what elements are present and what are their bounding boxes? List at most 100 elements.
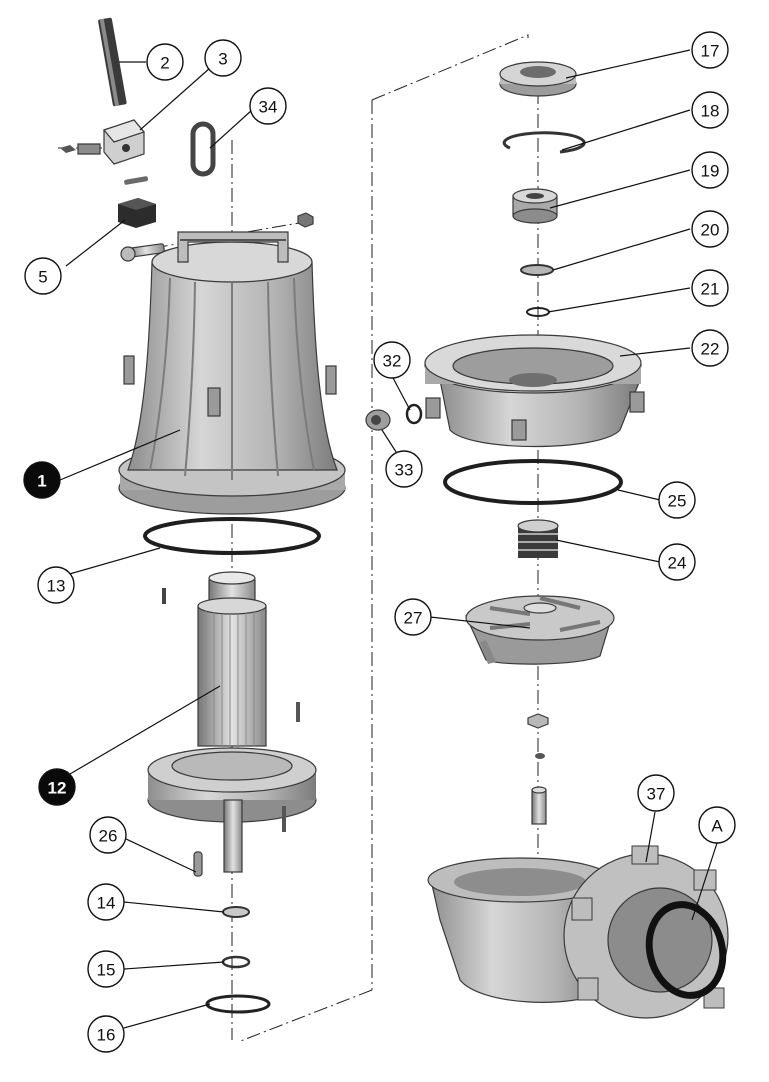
part-15-circlip — [221, 955, 251, 969]
callout-label: 20 — [701, 221, 720, 240]
callout-circle — [249, 87, 287, 125]
callout-32: 32 — [373, 341, 411, 379]
callout-label: 13 — [47, 577, 66, 596]
callout-label: 33 — [395, 461, 414, 480]
callout-A: A — [698, 806, 736, 844]
callout-circle — [637, 774, 675, 812]
callout-circle — [394, 598, 432, 636]
callout-circle — [24, 257, 62, 295]
callout-5: 5 — [24, 257, 62, 295]
part-A-seal-ring — [645, 901, 727, 999]
callout-circle — [691, 329, 729, 367]
part-20-washer — [520, 264, 554, 276]
callout-26: 26 — [89, 816, 127, 854]
part-14-washer — [222, 906, 250, 918]
part-32-o-ring — [405, 403, 423, 425]
callout-1: 1 — [23, 461, 61, 499]
part-24-mechanical-seal — [517, 519, 559, 558]
callout-circle — [87, 1015, 125, 1053]
callout-label: 16 — [97, 1026, 116, 1045]
callout-circle — [691, 91, 729, 129]
callout-label: 37 — [647, 785, 666, 804]
part-1-motor-housing — [118, 231, 346, 515]
callout-label: A — [711, 817, 723, 836]
callout-13: 13 — [37, 566, 75, 604]
part-19-bearing — [512, 188, 558, 224]
part-13-o-ring — [143, 517, 321, 555]
callout-circle — [698, 806, 736, 844]
callout-label: 21 — [701, 280, 720, 299]
callout-circle — [691, 31, 729, 69]
callout-18: 18 — [691, 91, 729, 129]
callout-label: 19 — [701, 162, 720, 181]
cover-bolt — [120, 212, 314, 262]
callout-circle — [146, 43, 184, 81]
callout-14: 14 — [87, 883, 125, 921]
callout-circle — [87, 950, 125, 988]
callout-15: 15 — [87, 950, 125, 988]
callout-label: 27 — [404, 609, 423, 628]
callout-27: 27 — [394, 598, 432, 636]
part-34-link — [190, 121, 216, 177]
callout-19: 19 — [691, 151, 729, 189]
callout-label: 22 — [701, 340, 720, 359]
part-18-snap-ring — [502, 131, 586, 154]
callout-22: 22 — [691, 329, 729, 367]
callout-label: 14 — [97, 894, 116, 913]
callout-circle — [37, 566, 75, 604]
part-22-bearing-housing — [424, 334, 645, 448]
callout-circle — [87, 883, 125, 921]
callout-2: 2 — [146, 43, 184, 81]
leader-lines — [59, 49, 718, 1029]
callout-label: 17 — [701, 42, 720, 61]
callout-label: 2 — [160, 54, 169, 73]
callout-circle — [658, 481, 696, 519]
callout-24: 24 — [658, 543, 696, 581]
callout-label: 3 — [218, 50, 227, 69]
callout-label: 18 — [701, 102, 720, 121]
part-3-gland — [60, 119, 146, 165]
callout-37: 37 — [637, 774, 675, 812]
callout-3: 3 — [204, 39, 242, 77]
callout-label: 1 — [37, 472, 46, 491]
callout-21: 21 — [691, 269, 729, 307]
callout-circle — [23, 461, 61, 499]
part-5-nut — [118, 198, 156, 228]
callout-34: 34 — [249, 87, 287, 125]
part-26-key — [193, 851, 203, 877]
callout-label: 32 — [383, 352, 402, 371]
callout-circle — [373, 341, 411, 379]
callout-label: 34 — [259, 98, 278, 117]
part-25-o-ring — [443, 459, 623, 505]
part-16-ring — [205, 994, 271, 1014]
part-2-screw — [98, 17, 127, 107]
part-37-pump-casing — [427, 845, 729, 1019]
callout-label: 5 — [38, 268, 47, 287]
part-12-rotor — [147, 571, 317, 873]
callout-circle — [385, 450, 423, 488]
callout-circle — [691, 210, 729, 248]
callout-circle — [204, 39, 242, 77]
callout-circle — [691, 269, 729, 307]
callout-label: 26 — [99, 827, 118, 846]
part-27-impeller — [465, 595, 615, 665]
callout-33: 33 — [385, 450, 423, 488]
callout-label: 24 — [668, 554, 687, 573]
callout-label: 25 — [668, 492, 687, 511]
callout-circle — [691, 151, 729, 189]
part-33-plug — [365, 409, 391, 431]
callout-circle — [658, 543, 696, 581]
callout-12: 12 — [38, 768, 76, 806]
impeller-fasteners — [527, 713, 549, 825]
callout-16: 16 — [87, 1015, 125, 1053]
callout-17: 17 — [691, 31, 729, 69]
callout-circle — [38, 768, 76, 806]
callout-label: 12 — [48, 779, 67, 798]
callout-circle — [89, 816, 127, 854]
callout-20: 20 — [691, 210, 729, 248]
part-pin — [124, 176, 149, 185]
part-17-seal — [499, 61, 577, 97]
